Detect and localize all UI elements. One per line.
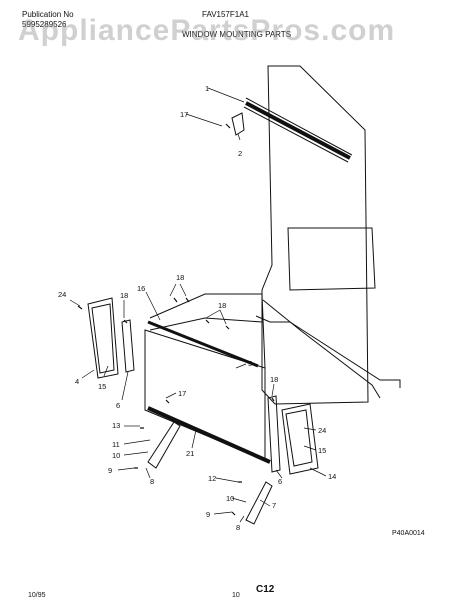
callout-label: 10 (112, 451, 120, 460)
callout-label: 10 (226, 494, 234, 503)
callout-label: 13 (112, 421, 120, 430)
callout-label: 15 (318, 446, 326, 455)
bracket (231, 112, 245, 136)
callout-label: 2 (238, 149, 242, 158)
callout-label: 6 (278, 477, 282, 486)
callout-label: 18 (176, 273, 184, 282)
callout-label: 17 (180, 110, 188, 119)
callout-label: 8 (150, 477, 154, 486)
model-number: FAV157F1A1 (202, 10, 249, 19)
section-title: WINDOW MOUNTING PARTS (182, 30, 292, 39)
right-strip (267, 395, 281, 473)
callout-label: 7 (272, 501, 276, 510)
top-rail (245, 101, 351, 160)
callout-label: 18 (270, 375, 278, 384)
callout-label: 16 (137, 284, 145, 293)
sleeve-top (149, 293, 263, 331)
window-panel (261, 65, 369, 405)
callout-label: 5 (248, 359, 252, 368)
bottom-rail (147, 406, 271, 464)
callout-label: 4 (75, 377, 79, 386)
window-frame-line (262, 299, 381, 399)
diagram-code: P40A0014 (392, 530, 425, 537)
right-curtain (281, 403, 319, 475)
callout-labels: 1 17 2 18 16 18 24 18 4 15 6 5 17 13 11 … (58, 84, 336, 532)
callout-label: 11 (112, 440, 120, 449)
callout-label: 12 (208, 474, 216, 483)
top-rail-outline (243, 97, 353, 163)
callout-label: 21 (186, 449, 194, 458)
revision-date: 10/95 (28, 592, 46, 599)
right-curtain-inner (285, 409, 313, 467)
publication-number: 5995289526 (22, 20, 67, 29)
base-strip (255, 315, 290, 323)
left-curtain-inner (91, 303, 115, 374)
callout-label: 18 (218, 301, 226, 310)
callout-label: 24 (58, 290, 66, 299)
callout-label: 15 (98, 382, 106, 391)
callout-label: 9 (108, 466, 112, 475)
callout-label: 9 (206, 510, 210, 519)
page-code: C12 (256, 584, 275, 595)
watermark: AppliancePartsPros.com (18, 14, 396, 47)
callout-label: 1 (205, 84, 209, 93)
window-sill (289, 321, 401, 388)
callout-label: 6 (116, 401, 120, 410)
publication-label: Publication No (22, 10, 74, 19)
left-curtain (87, 297, 119, 379)
sleeve-front (144, 329, 266, 461)
window-opening (287, 227, 376, 291)
callout-label: 18 (120, 291, 128, 300)
left-foot-bracket (147, 421, 181, 469)
page-number: 10 (232, 592, 240, 599)
callout-label: 24 (318, 426, 326, 435)
sleeve-side (261, 293, 266, 369)
callout-label: 14 (328, 472, 336, 481)
callout-label: 8 (236, 523, 240, 532)
top-angle (147, 320, 259, 368)
right-foot-bracket (245, 481, 273, 525)
left-strip (121, 319, 135, 373)
callout-label: 17 (178, 389, 186, 398)
